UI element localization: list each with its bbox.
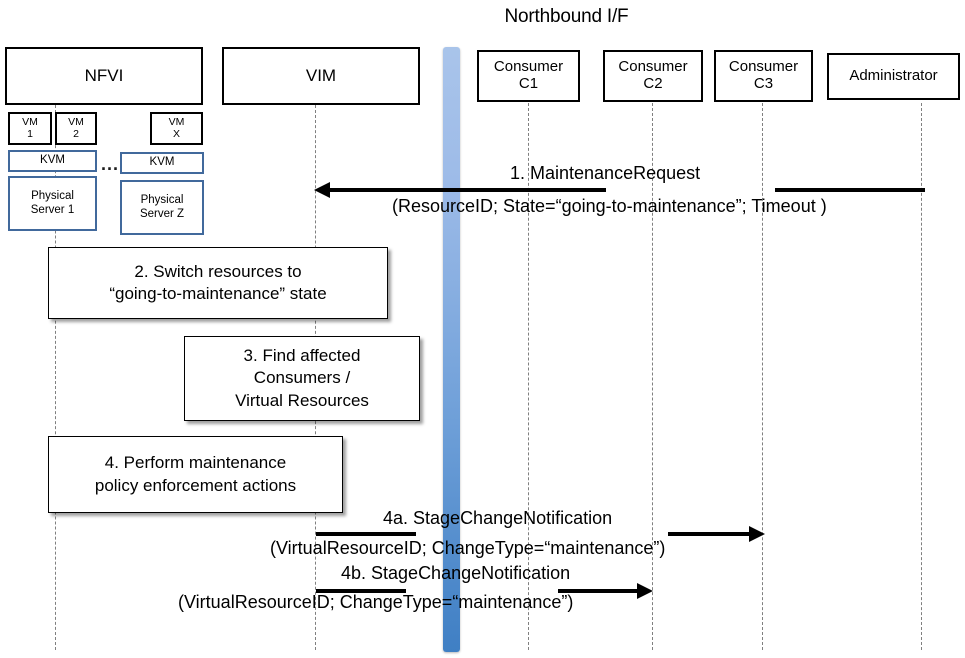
message-4b-line-left [316, 589, 406, 593]
note-4-text: 4. Perform maintenance policy enforcemen… [94, 453, 297, 495]
ellipsis-icon: ... [101, 154, 120, 174]
message-1-params: (ResourceID; State=“going-to-maintenance… [392, 196, 827, 216]
actor-consumer-c2[interactable]: Consumer C2 [603, 50, 703, 102]
physical-server-1-label: Physical Server 1 [30, 190, 75, 216]
lifeline-consumer-c1 [528, 103, 529, 650]
actor-consumer-c2-label: Consumer C2 [618, 58, 688, 92]
message-4a-line-left [316, 532, 416, 536]
vm-box-1-label: VM 1 [22, 115, 38, 140]
message-1-label: 1. MaintenanceRequest [510, 163, 701, 183]
northbound-interface-bar [443, 47, 460, 652]
message-4a-params: (VirtualResourceID; ChangeType=“maintena… [270, 538, 666, 558]
message-4b-arrowhead [637, 583, 653, 599]
actor-nfvi-label: NFVI [84, 66, 124, 86]
vm-box-x-label: VM X [168, 115, 185, 140]
message-1-line-right [775, 188, 925, 192]
vm-box-2[interactable]: VM 2 [55, 112, 97, 145]
note-4: 4. Perform maintenance policy enforcemen… [48, 436, 343, 513]
diagram-title: Northbound I/F [0, 6, 965, 28]
note-2-text: 2. Switch resources to “going-to-mainten… [109, 261, 327, 303]
diagram-title-text: Northbound I/F [504, 6, 629, 27]
actor-consumer-c3[interactable]: Consumer C3 [714, 50, 813, 102]
actor-vim[interactable]: VIM [222, 47, 420, 105]
message-4a-arrowhead [749, 526, 765, 542]
note-3-text: 3. Find affected Consumers / Virtual Res… [235, 346, 369, 410]
message-4a-line-right [668, 532, 750, 536]
note-2: 2. Switch resources to “going-to-mainten… [48, 247, 388, 319]
message-4b-params: (VirtualResourceID; ChangeType=“maintena… [178, 592, 574, 612]
actor-administrator[interactable]: Administrator [827, 53, 960, 100]
physical-server-z-label: Physical Server Z [139, 194, 185, 220]
actor-administrator-label: Administrator [849, 67, 938, 85]
actor-nfvi[interactable]: NFVI [5, 47, 203, 105]
note-3: 3. Find affected Consumers / Virtual Res… [184, 336, 420, 421]
kvm-box-1[interactable]: KVM [8, 150, 97, 172]
kvm-box-2-label: KVM [149, 156, 175, 169]
lifeline-nfvi [55, 105, 56, 650]
physical-server-z[interactable]: Physical Server Z [120, 180, 204, 235]
kvm-box-1-label: KVM [40, 154, 65, 167]
message-4b-line-right [558, 589, 638, 593]
vm-box-2-label: VM 2 [68, 115, 84, 140]
message-4b-label: 4b. StageChangeNotification [341, 563, 571, 583]
kvm-box-2[interactable]: KVM [120, 152, 204, 174]
message-1-arrowhead [314, 182, 330, 198]
actor-consumer-c1[interactable]: Consumer C1 [477, 50, 580, 102]
actor-consumer-c1-label: Consumer C1 [493, 58, 564, 92]
lifeline-administrator [921, 103, 922, 650]
vm-box-x[interactable]: VM X [150, 112, 203, 145]
lifeline-consumer-c2 [652, 103, 653, 650]
vm-box-1[interactable]: VM 1 [8, 112, 52, 145]
message-4a-label: 4a. StageChangeNotification [383, 508, 613, 528]
actor-vim-label: VIM [305, 66, 337, 86]
lifeline-consumer-c3 [762, 103, 763, 650]
actor-consumer-c3-label: Consumer C3 [728, 58, 799, 92]
message-1-line-left [328, 188, 606, 192]
physical-server-1[interactable]: Physical Server 1 [8, 176, 97, 231]
